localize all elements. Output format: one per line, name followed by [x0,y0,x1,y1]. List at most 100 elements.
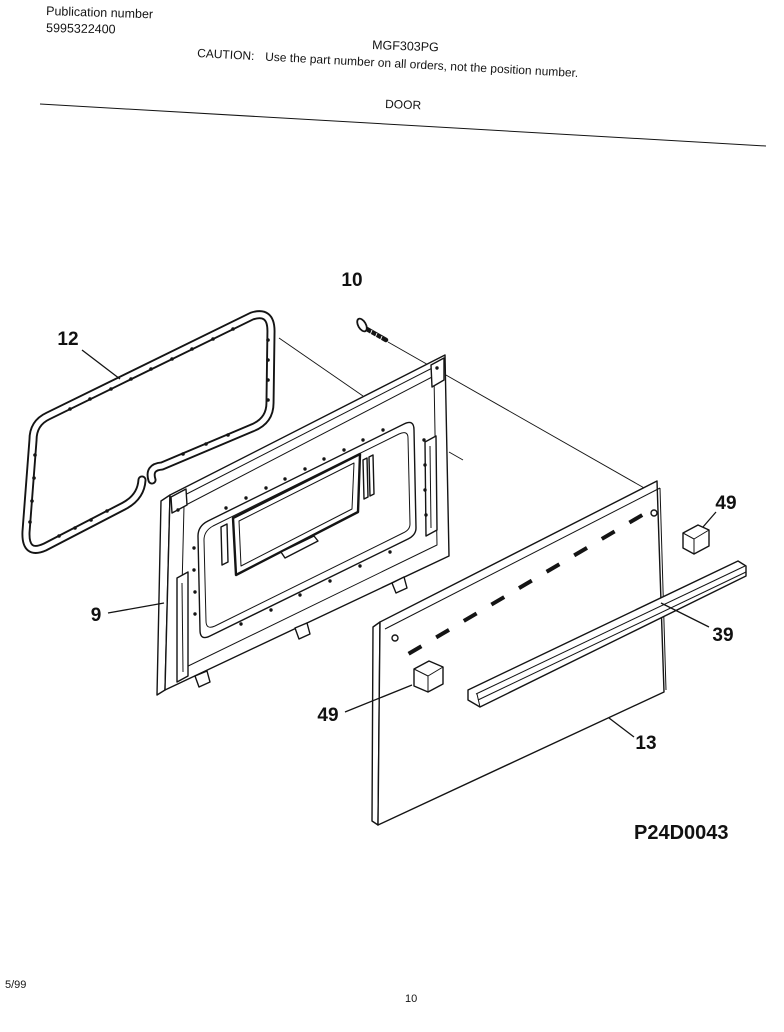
frame-fastener [192,568,196,572]
panel-vent-slot [407,644,423,656]
frame-top-right-hinge [430,357,445,388]
end-cap-left [413,660,444,693]
door-handle [467,560,747,708]
leader-49-left [344,684,413,713]
gasket-clip [190,347,194,351]
gasket-tube-fill [23,312,274,553]
frame-fastener [342,448,346,452]
gasket-clip [204,442,208,446]
caution-label: CAUTION: [197,46,255,63]
panel-hole-right [650,509,658,517]
panel-vent-slot [490,595,506,607]
model-number: MGF303PG [372,38,439,54]
frame-fastener [193,590,197,594]
diagram-code: P24D0043 [634,822,729,844]
screw [356,317,389,343]
callout-end-cap-left: 49 [317,705,338,726]
gasket-clip [33,453,37,457]
frame-fastener [264,486,268,490]
screw-head [356,317,368,333]
gasket-clip [88,397,92,401]
panel-vent-slot [573,546,589,558]
frame-top-lip [172,361,445,502]
panel-right-rim [659,487,667,691]
gasket-clip [30,499,34,503]
frame-fastener [193,612,197,616]
frame-fastener [358,564,362,568]
gasket-to-frame-line [278,337,364,397]
publication-label: Publication number [46,4,153,21]
gasket-clip [211,337,215,341]
frame-fastener [423,488,427,492]
gasket-clip [28,520,32,524]
leader-9 [107,602,165,614]
caution-text: Use the part number on all orders, not t… [265,50,579,80]
screw-thread [369,329,373,336]
frame-recess-inner-edge [203,432,411,628]
leader-lines [81,349,717,738]
gasket-clip [266,358,270,362]
panel-vent-slot [462,611,478,623]
publication-number: 5995322400 [46,21,116,36]
end-cap-right [682,524,710,555]
recess-side-bracket [220,523,229,566]
frame-left-bracket-line [181,582,184,673]
header-rule [39,103,767,147]
frame-right-bracket [424,435,438,537]
leader-12 [81,349,121,380]
callout-end-cap-right: 49 [715,493,736,514]
leader-49-right [702,511,717,528]
frame-foot-tab [194,670,211,688]
frame-fastener [269,608,273,612]
frame-fastener [192,546,196,550]
panel-vent-slot [600,529,616,541]
gasket-clip [89,518,93,522]
door-gasket [21,310,276,554]
handle-body [467,560,747,708]
panel-front-face [377,480,665,826]
frame-fastener [283,477,287,481]
callout-handle: 39 [712,625,733,646]
gasket-clip [266,378,270,382]
frame-fastener [239,622,243,626]
gasket-clip [73,526,77,530]
frame-fastener [422,438,426,442]
gasket-clip [57,534,61,538]
frame-fastener [328,579,332,583]
gasket-clip [105,509,109,513]
callout-outer-panel: 13 [635,733,656,754]
screw-thread [374,332,378,339]
panel-top-rim [384,487,661,630]
frame-fastener [224,506,228,510]
gasket-clip [170,357,174,361]
frame-top-left-hinge [170,488,188,514]
gasket-clip [68,407,72,411]
page-number: 10 [405,993,417,1005]
gasket-clip [231,327,235,331]
page-footer: 5/99 10 [5,979,417,1005]
panel-vent-slot [517,578,533,590]
callout-inner-door: 9 [91,605,102,626]
callout-gasket: 12 [57,329,78,350]
gasket-clip [266,338,270,342]
outer-door-panel [371,480,667,826]
frame-fastener [423,463,427,467]
window-bracket [280,535,319,559]
panel-vent-slot [545,562,561,574]
frame-fastener [244,496,248,500]
gasket-clip [109,387,113,391]
gasket-clip [149,367,153,371]
end-cap-right-body [682,524,710,555]
screw-thread [379,335,383,342]
panel-vent-slot [628,513,644,525]
frame-fastener [322,457,326,461]
leader-13 [608,717,635,738]
frame-fastener [381,428,385,432]
panel-vent-slot [435,628,451,640]
frame-fastener [388,550,392,554]
callout-labels: 10 12 9 49 39 49 13 [57,270,736,754]
frame-right-bracket-line [429,445,432,529]
gasket-clip [226,433,230,437]
